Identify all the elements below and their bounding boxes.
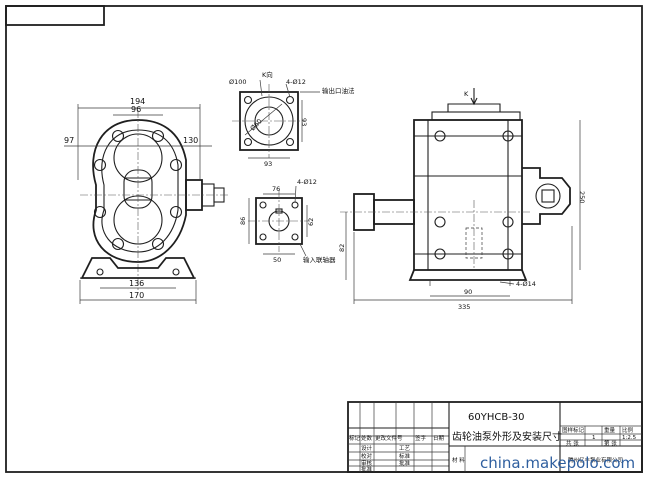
pump-front-view: 194 96 97 130 136 170 bbox=[64, 97, 230, 304]
tb-title: 齿轮油泵外形及安装尺寸 bbox=[452, 430, 562, 443]
label-d60: Ø60 bbox=[249, 117, 264, 132]
dim-90: 90 bbox=[464, 288, 472, 296]
dim-82: 82 bbox=[338, 244, 346, 252]
tb-stage: 图样标记 bbox=[562, 426, 585, 434]
tb-qty: 1 bbox=[592, 435, 596, 441]
dim-130: 130 bbox=[183, 136, 198, 145]
outlet-flange-view: Ø100 K向 4-Ø12 Ø60 输出口油法 93 93 bbox=[229, 70, 355, 168]
tb-design: 设计 bbox=[361, 444, 373, 452]
tb-review: 审核 bbox=[361, 459, 373, 467]
dim-50: 50 bbox=[273, 256, 281, 264]
tb-mark: 标记 bbox=[349, 434, 361, 442]
tb-approve: 批准 bbox=[361, 465, 373, 473]
dim-170: 170 bbox=[129, 291, 144, 300]
dim-76: 76 bbox=[272, 185, 280, 193]
tb-doc: 更改文件号 bbox=[375, 434, 403, 442]
tb-company: 腾州亿丰泵业有限公司 bbox=[568, 456, 623, 464]
dim-194: 194 bbox=[130, 97, 145, 106]
tb-sheet-no: 第 张 bbox=[604, 439, 617, 447]
tb-sheet-total: 共 张 bbox=[566, 439, 579, 447]
tb-sign: 签字 bbox=[415, 434, 427, 442]
dim-96: 96 bbox=[131, 105, 141, 114]
tb-check: 校对 bbox=[361, 452, 373, 460]
dim-62: 62 bbox=[307, 218, 315, 226]
label-inlet-name: 输入联轴器 bbox=[303, 255, 336, 264]
dim-335: 335 bbox=[458, 303, 470, 311]
tb-std: 标准 bbox=[399, 452, 411, 460]
tb-count: 处数 bbox=[361, 434, 373, 442]
watermark: china.makepolo.com bbox=[480, 454, 635, 472]
dim-93-vertical: 93 bbox=[300, 118, 308, 126]
tb-ratify: 批准 bbox=[399, 459, 411, 467]
tb-weight: 重量 bbox=[604, 426, 616, 434]
label-k-arrow: K bbox=[464, 90, 469, 98]
dim-86: 86 bbox=[239, 217, 247, 225]
drawing-frame bbox=[5, 5, 643, 473]
tb-model: 60YHCB-30 bbox=[468, 412, 525, 423]
label-outlet-bolts: 4-Ø12 bbox=[286, 78, 306, 86]
dim-250: 250 bbox=[578, 191, 586, 203]
title-block: 标记 处数 更改文件号 签字 日期 设计 校对 审核 批准 工艺 标准 批准 6… bbox=[347, 401, 643, 473]
dim-93-horizontal: 93 bbox=[264, 160, 272, 168]
pump-side-view: K 250 82 90 4-Ø14 335 bbox=[338, 88, 586, 311]
tb-craft: 工艺 bbox=[399, 445, 411, 452]
tb-date: 日期 bbox=[433, 435, 445, 442]
label-d100: Ø100 bbox=[229, 78, 247, 86]
label-inlet-bolts: 4-Ø12 bbox=[297, 178, 317, 186]
tb-scale-value: 1:2.5 bbox=[622, 435, 637, 441]
dim-136: 136 bbox=[129, 279, 144, 288]
dim-97: 97 bbox=[64, 136, 74, 145]
label-base-bolts: 4-Ø14 bbox=[516, 280, 536, 288]
tb-scale: 比例 bbox=[622, 426, 634, 434]
tb-material: 材 料 bbox=[452, 456, 465, 464]
inlet-flange-view: 76 4-Ø12 86 62 50 输入联轴器 bbox=[239, 178, 336, 264]
label-k-view: K向 bbox=[262, 70, 273, 79]
label-outlet-name: 输出口油法 bbox=[322, 86, 355, 95]
